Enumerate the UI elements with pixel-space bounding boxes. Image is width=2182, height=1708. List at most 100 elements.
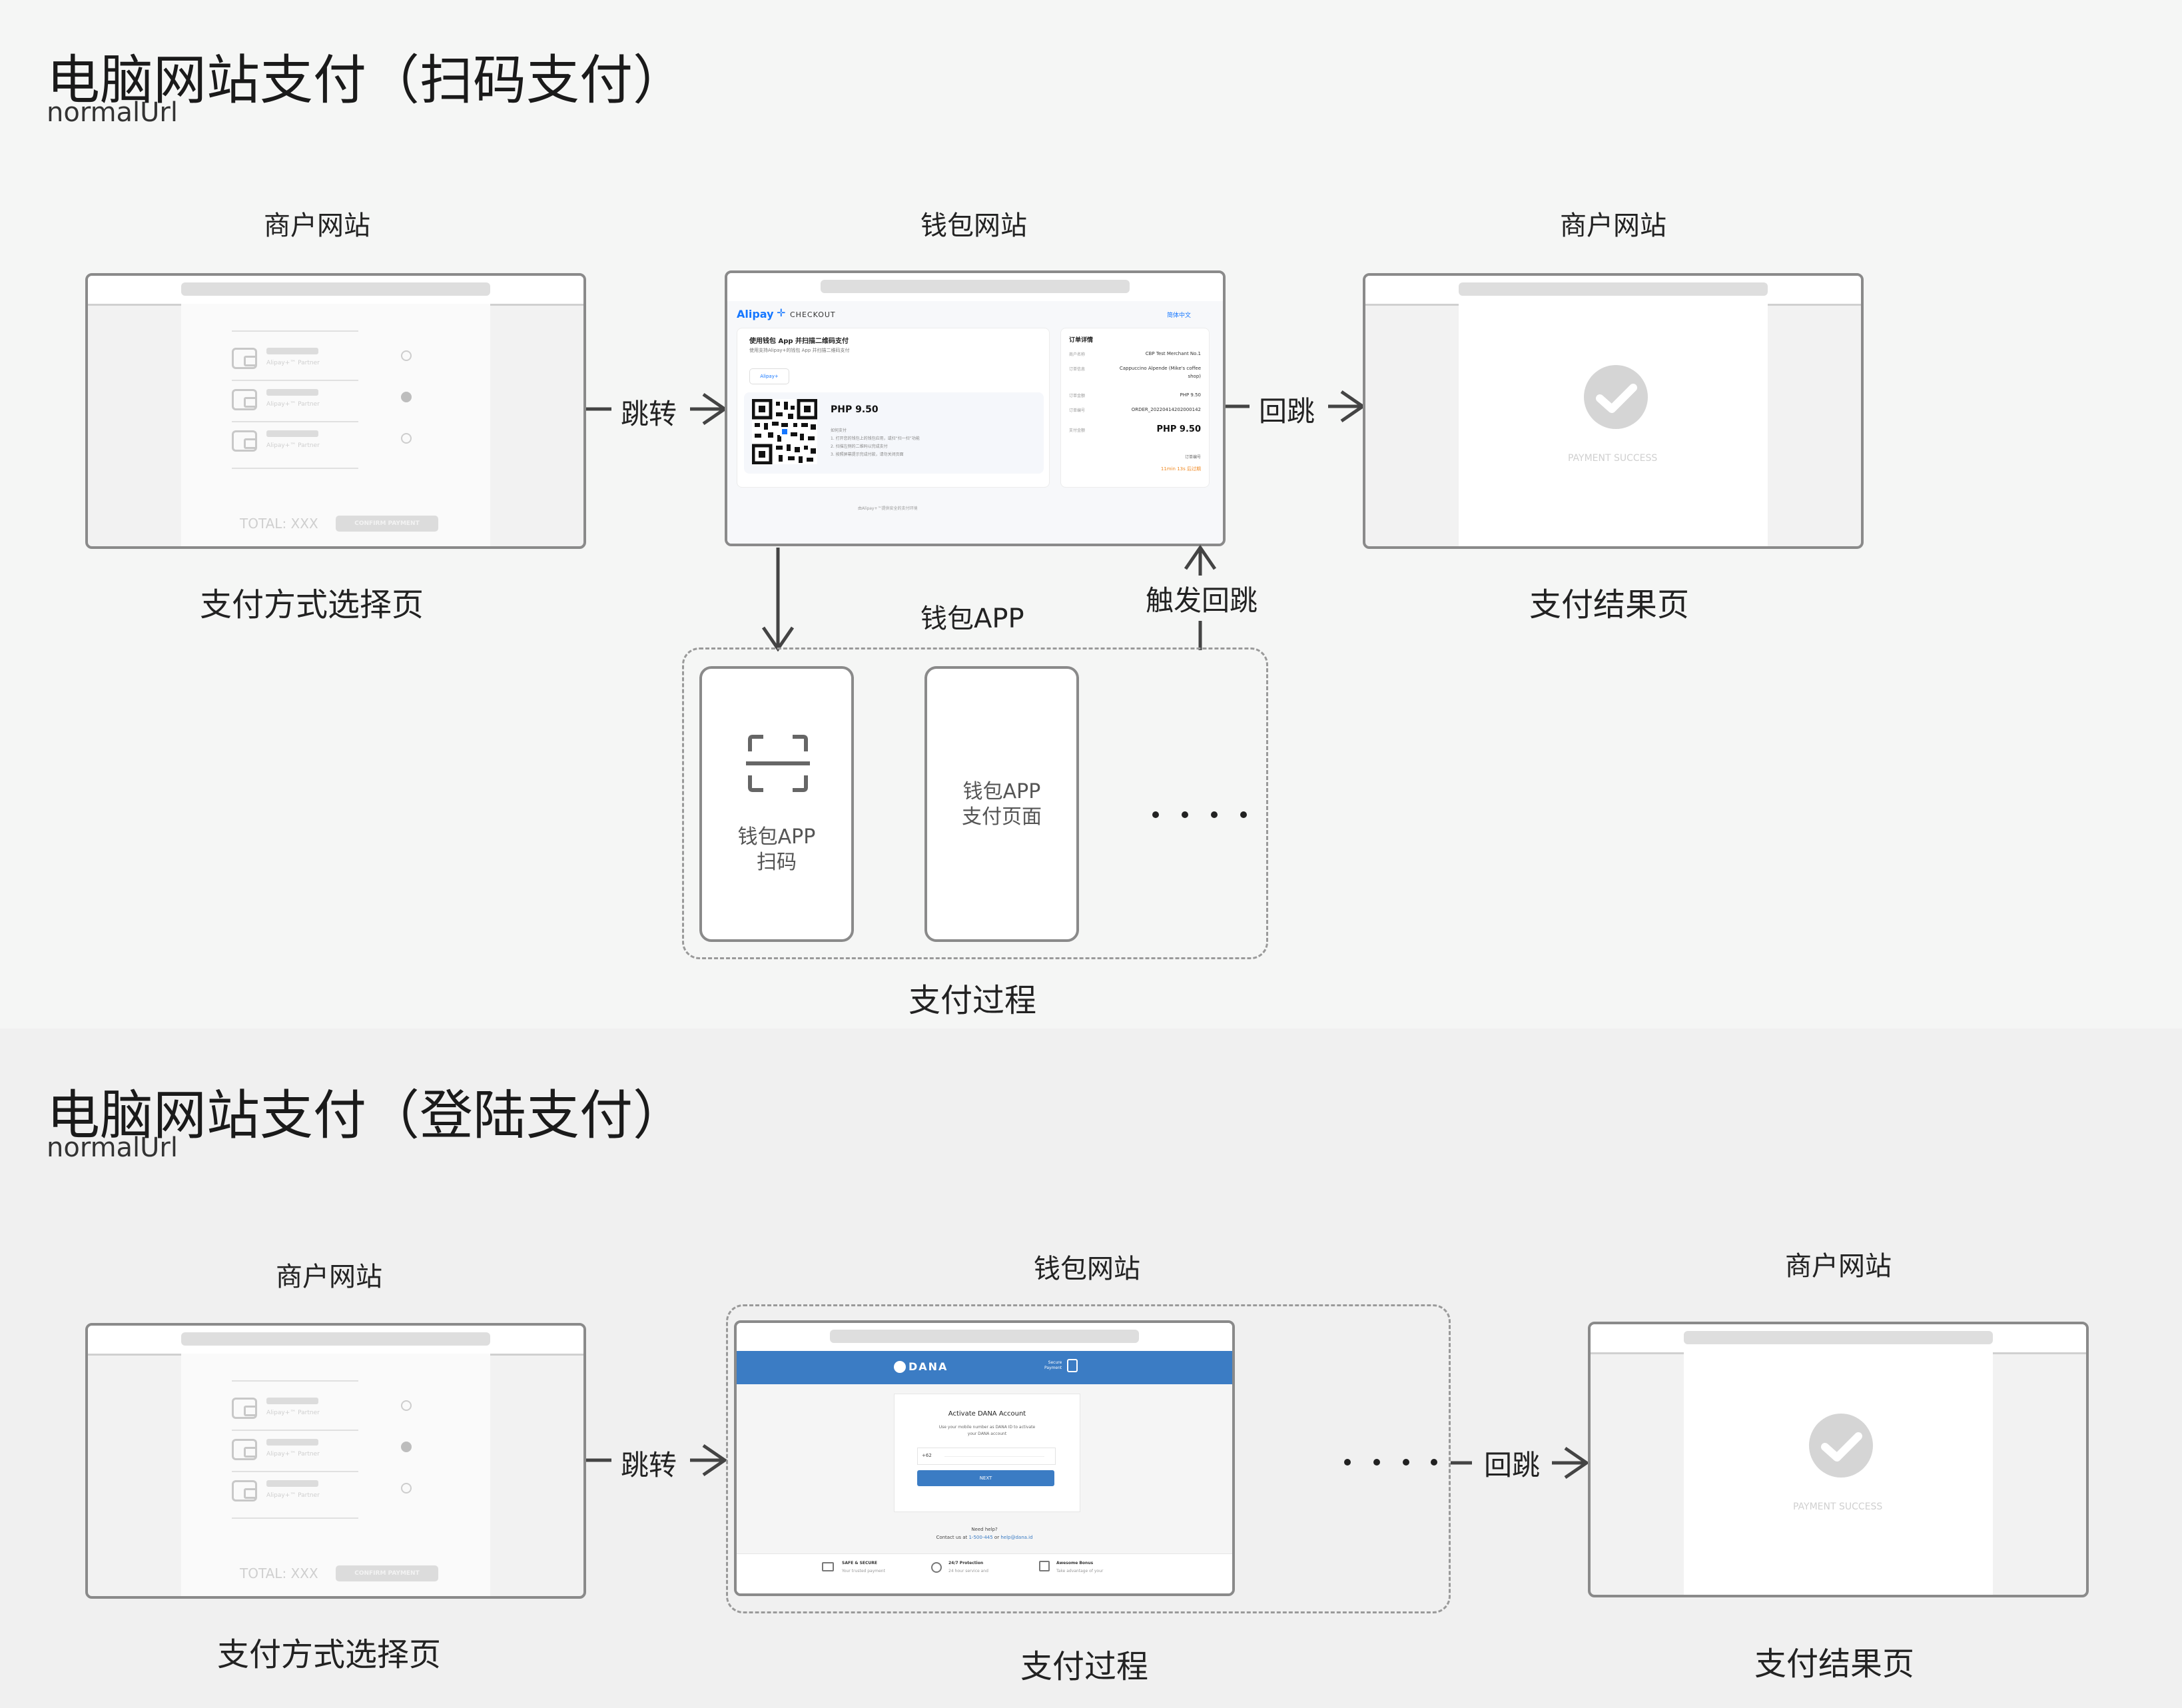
- url-bar: [1459, 282, 1768, 296]
- radio-button-selected: [401, 392, 412, 402]
- language-switch[interactable]: 简体中文: [1167, 312, 1192, 319]
- wallet-icon: [232, 1439, 257, 1460]
- feature-desc: Your trusted payment: [842, 1569, 885, 1573]
- arrow-down: [761, 548, 795, 652]
- help-or-text: or: [992, 1535, 1001, 1540]
- wallet-app-label: 钱包APP: [920, 604, 1024, 634]
- goods-value: Cappuccino Alpende (Mike's coffee: [1119, 366, 1201, 371]
- wallet-icon: [232, 389, 257, 410]
- phone-text-line2: 扫码: [757, 851, 797, 874]
- scan-desc: 使用支持Alipay+的钱包 App 并扫描二维码支付: [749, 348, 850, 353]
- wallet-option: Alipay+™ Partner: [232, 345, 412, 376]
- order-no-link[interactable]: 订单编号: [1184, 455, 1201, 460]
- ellipsis-dot: [1431, 1459, 1437, 1466]
- browser-content: Alipay+™ Partner Alipay+™ Partner Alipay…: [181, 1354, 490, 1596]
- wallet-label: Alipay+™ Partner: [266, 401, 320, 408]
- total-text: TOTAL: XXX: [240, 516, 318, 532]
- qr-panel: PHP 9.50 如何支付 1. 打开您的钱包上的钱包应用，或扫“扫一扫”功能 …: [744, 392, 1044, 474]
- amount: PHP 9.50: [831, 404, 879, 415]
- wallet-label: Alipay+™ Partner: [266, 1451, 320, 1458]
- secure-text: Secure: [1048, 1360, 1062, 1365]
- trigger-back-label: 触发回跳: [1146, 584, 1258, 617]
- total-text: TOTAL: XXX: [240, 1565, 318, 1581]
- ellipsis-dot: [1373, 1459, 1380, 1466]
- wallet-label: Alipay+™ Partner: [266, 442, 320, 449]
- pay-key: 支付金额: [1069, 428, 1086, 433]
- ellipsis-dot: [1182, 811, 1188, 818]
- confirm-payment-button: CONFIRM PAYMENT: [336, 1565, 438, 1581]
- divider: [232, 330, 358, 332]
- phone-number-input[interactable]: +62: [917, 1448, 1056, 1465]
- wallet-label: Alipay+™ Partner: [266, 360, 320, 366]
- merchant-result-window: PAYMENT SUCCESS: [1588, 1322, 2089, 1597]
- radio-button-selected: [401, 1442, 412, 1452]
- browser-content: PAYMENT SUCCESS: [1459, 304, 1768, 546]
- back-label: 回跳: [1259, 395, 1315, 428]
- browser-bar: [88, 276, 583, 306]
- help-contact-text: Contact us at: [936, 1535, 969, 1540]
- payment-text: Payment: [1044, 1366, 1062, 1370]
- section-qr-payment: 电脑网站支付（扫码支付） normalUrl 商户网站 钱包网站 商户网站 Al…: [47, 49, 1864, 1019]
- browser-bar: [737, 1323, 1232, 1353]
- section-title: 电脑网站支付（扫码支付）: [47, 49, 686, 111]
- order-title: 订单详情: [1069, 337, 1094, 344]
- order-detail-card: 订单详情 商户名称 CBP Test Merchant No.1 订单信息 Ca…: [1060, 328, 1210, 488]
- shield-icon: [1067, 1359, 1078, 1372]
- help-phone-link[interactable]: 1-500-445: [968, 1535, 993, 1540]
- process-caption: 支付过程: [909, 982, 1037, 1019]
- wallet-name-placeholder: [266, 430, 318, 437]
- wallet-name-placeholder: [266, 348, 318, 354]
- ellipsis-dot: [1211, 811, 1218, 818]
- dana-logo-icon: [894, 1361, 906, 1373]
- next-button[interactable]: NEXT: [917, 1470, 1054, 1486]
- features-bar: SAFE & SECURE Your trusted payment 24/7 …: [737, 1553, 1232, 1593]
- goods-value-2: shop): [1188, 374, 1201, 379]
- jump-label: 跳转: [621, 398, 677, 430]
- payment-result-caption: 支付结果页: [1529, 586, 1690, 624]
- browser-bar: [727, 273, 1223, 303]
- ellipsis-dot: [1344, 1459, 1351, 1466]
- qr-code-icon: [752, 399, 817, 464]
- arrow-right: [586, 1444, 728, 1477]
- back-label: 回跳: [1484, 1449, 1541, 1482]
- merchant-site-label: 商户网站: [264, 211, 370, 241]
- browser-bar: [1591, 1324, 2086, 1354]
- radio-button: [401, 350, 412, 361]
- merchant-site-label: 商户网站: [1785, 1251, 1892, 1282]
- payment-success-text: PAYMENT SUCCESS: [1568, 453, 1658, 464]
- protection-icon: [931, 1562, 942, 1573]
- goods-key: 订单信息: [1069, 367, 1086, 372]
- url-bar: [1684, 1331, 1993, 1344]
- amount-key: 订单金额: [1069, 394, 1086, 398]
- merchant-key: 商户名称: [1069, 352, 1086, 357]
- activate-title: Activate DANA Account: [948, 1410, 1026, 1418]
- url-bar: [830, 1330, 1139, 1343]
- payment-select-caption: 支付方式选择页: [200, 586, 424, 624]
- browser-content: Alipay+™ Partner Alipay+™ Partner Alipay…: [181, 304, 490, 546]
- help-contact: Contact us at 1-500-445 or help@dana.id: [737, 1535, 1232, 1540]
- wallet-name-placeholder: [266, 1480, 318, 1487]
- success-check-icon: [1584, 365, 1648, 429]
- alipay-checkout-page: Alipay ✛ CHECKOUT 简体中文 使用钱包 App 并扫描二维码支付…: [727, 301, 1223, 544]
- divider: [232, 1471, 358, 1472]
- section-title: 电脑网站支付（登陆支付）: [47, 1084, 686, 1146]
- wallet-chip[interactable]: Alipay+: [749, 368, 789, 384]
- ellipsis-dot: [1403, 1459, 1409, 1466]
- wallet-checkout-window: Alipay ✛ CHECKOUT 简体中文 使用钱包 App 并扫描二维码支付…: [725, 270, 1226, 546]
- wallet-site-label: 钱包网站: [1034, 1254, 1140, 1284]
- help-email-link[interactable]: help@dana.id: [1000, 1535, 1033, 1540]
- payment-select-caption: 支付方式选择页: [217, 1636, 442, 1673]
- feature-title: Awesome Bonus: [1056, 1561, 1094, 1565]
- wallet-app-scan-screen: 钱包APP 扫码: [699, 666, 854, 942]
- browser-bar: [88, 1326, 583, 1356]
- steps-title: 如何支付: [831, 428, 847, 433]
- merchant-result-window: PAYMENT SUCCESS: [1363, 273, 1864, 549]
- feature-desc: Take advantage of your: [1056, 1569, 1104, 1573]
- url-bar: [821, 280, 1130, 293]
- payment-process-group: [682, 647, 1268, 959]
- countdown-timer: 11min 13s 后过期: [1160, 466, 1201, 472]
- wallet-name-placeholder: [266, 389, 318, 396]
- url-bar: [181, 282, 490, 296]
- ellipsis-dot: [1240, 811, 1247, 818]
- divider: [232, 1517, 358, 1519]
